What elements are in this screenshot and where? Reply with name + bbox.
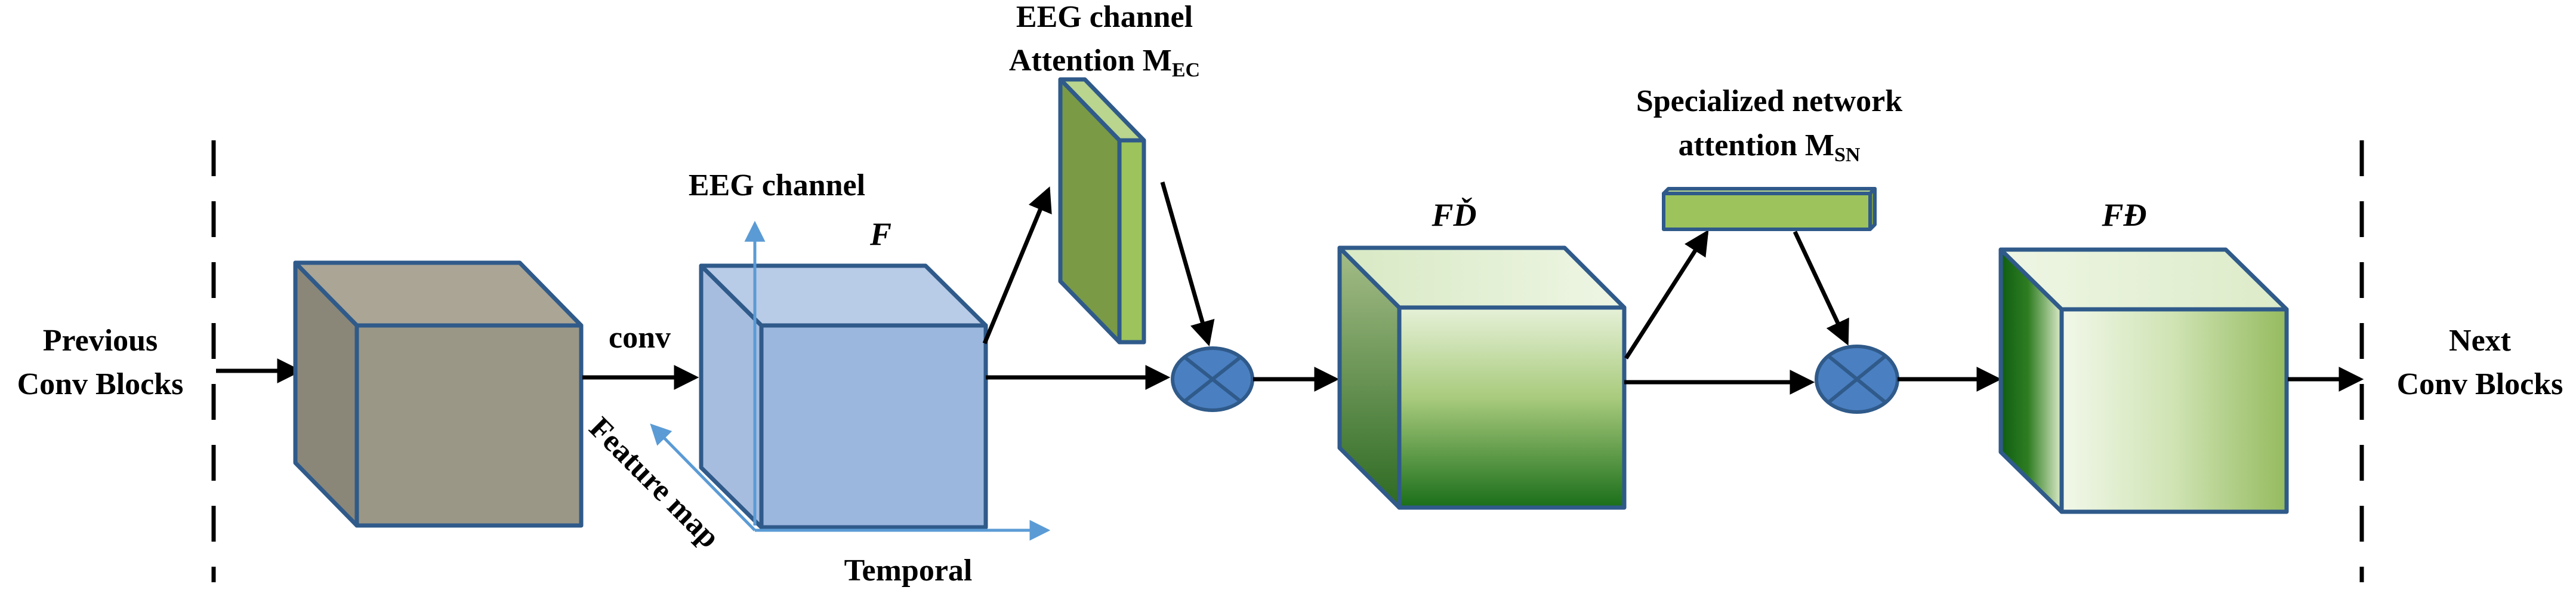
eeg-attention-label-line2: Attention MEC <box>1009 44 1200 81</box>
eeg-attention-label-line1: EEG channel <box>1016 0 1193 34</box>
eeg-channel-axis-label: EEG channel <box>689 168 865 202</box>
output-feature-cube-Fdoubleprime <box>1998 247 2289 514</box>
next-label-line2: Conv Blocks <box>2397 367 2563 401</box>
to-eeg-attention-arrow <box>982 186 1052 345</box>
sn-attention-front <box>1662 192 1872 231</box>
eeg-attention-to-multiply-arrow <box>1160 182 1215 347</box>
multiply-2-cross-b <box>1827 354 1887 404</box>
Fprime-label: FĎ <box>1431 197 1476 233</box>
feature-map-axis-arrow <box>650 423 756 531</box>
conv-label: conv <box>609 321 671 355</box>
next-label-line1: Next <box>2449 324 2512 358</box>
Fdoubleprime-cube-front <box>2059 307 2289 514</box>
eeg-attention-side <box>1117 138 1146 345</box>
multiply-1-cross-b <box>1183 355 1242 403</box>
sn-attention-side <box>1868 187 1877 231</box>
previous-label-line2: Conv Blocks <box>17 367 184 401</box>
eeg-attention-label-sub: EC <box>1172 59 1200 81</box>
blue-cube-front <box>759 323 988 530</box>
eeg-attention-label-main: Attention M <box>1009 44 1172 78</box>
feature-cube-F <box>699 263 988 530</box>
F-label: F <box>869 216 891 252</box>
sn-attention-label-line2: attention MSN <box>1679 128 1861 166</box>
Fdoubleprime-label: FĐ <box>2101 197 2146 233</box>
input-feature-cube <box>293 260 584 528</box>
sn-attention-label-main: attention M <box>1679 128 1834 162</box>
sn-attention-label-line1: Specialized network <box>1636 84 1902 118</box>
previous-label-line1: Previous <box>43 324 158 358</box>
Fprime-cube-front <box>1397 305 1627 510</box>
sn-attention-to-multiply-arrow <box>1793 231 1849 346</box>
specialized-network-attention-bar <box>1662 187 1877 231</box>
to-sn-attention-arrow <box>1624 229 1709 359</box>
refined-feature-cube-Fprime <box>1337 245 1627 510</box>
temporal-axis-label: Temporal <box>844 554 973 588</box>
sn-attention-label-sub: SN <box>1834 144 1861 166</box>
gray-cube-front <box>354 323 584 528</box>
multiply-operator-1 <box>1171 346 1254 412</box>
eeg-channel-attention-slab <box>1058 77 1146 345</box>
multiply-operator-2 <box>1815 345 1899 414</box>
